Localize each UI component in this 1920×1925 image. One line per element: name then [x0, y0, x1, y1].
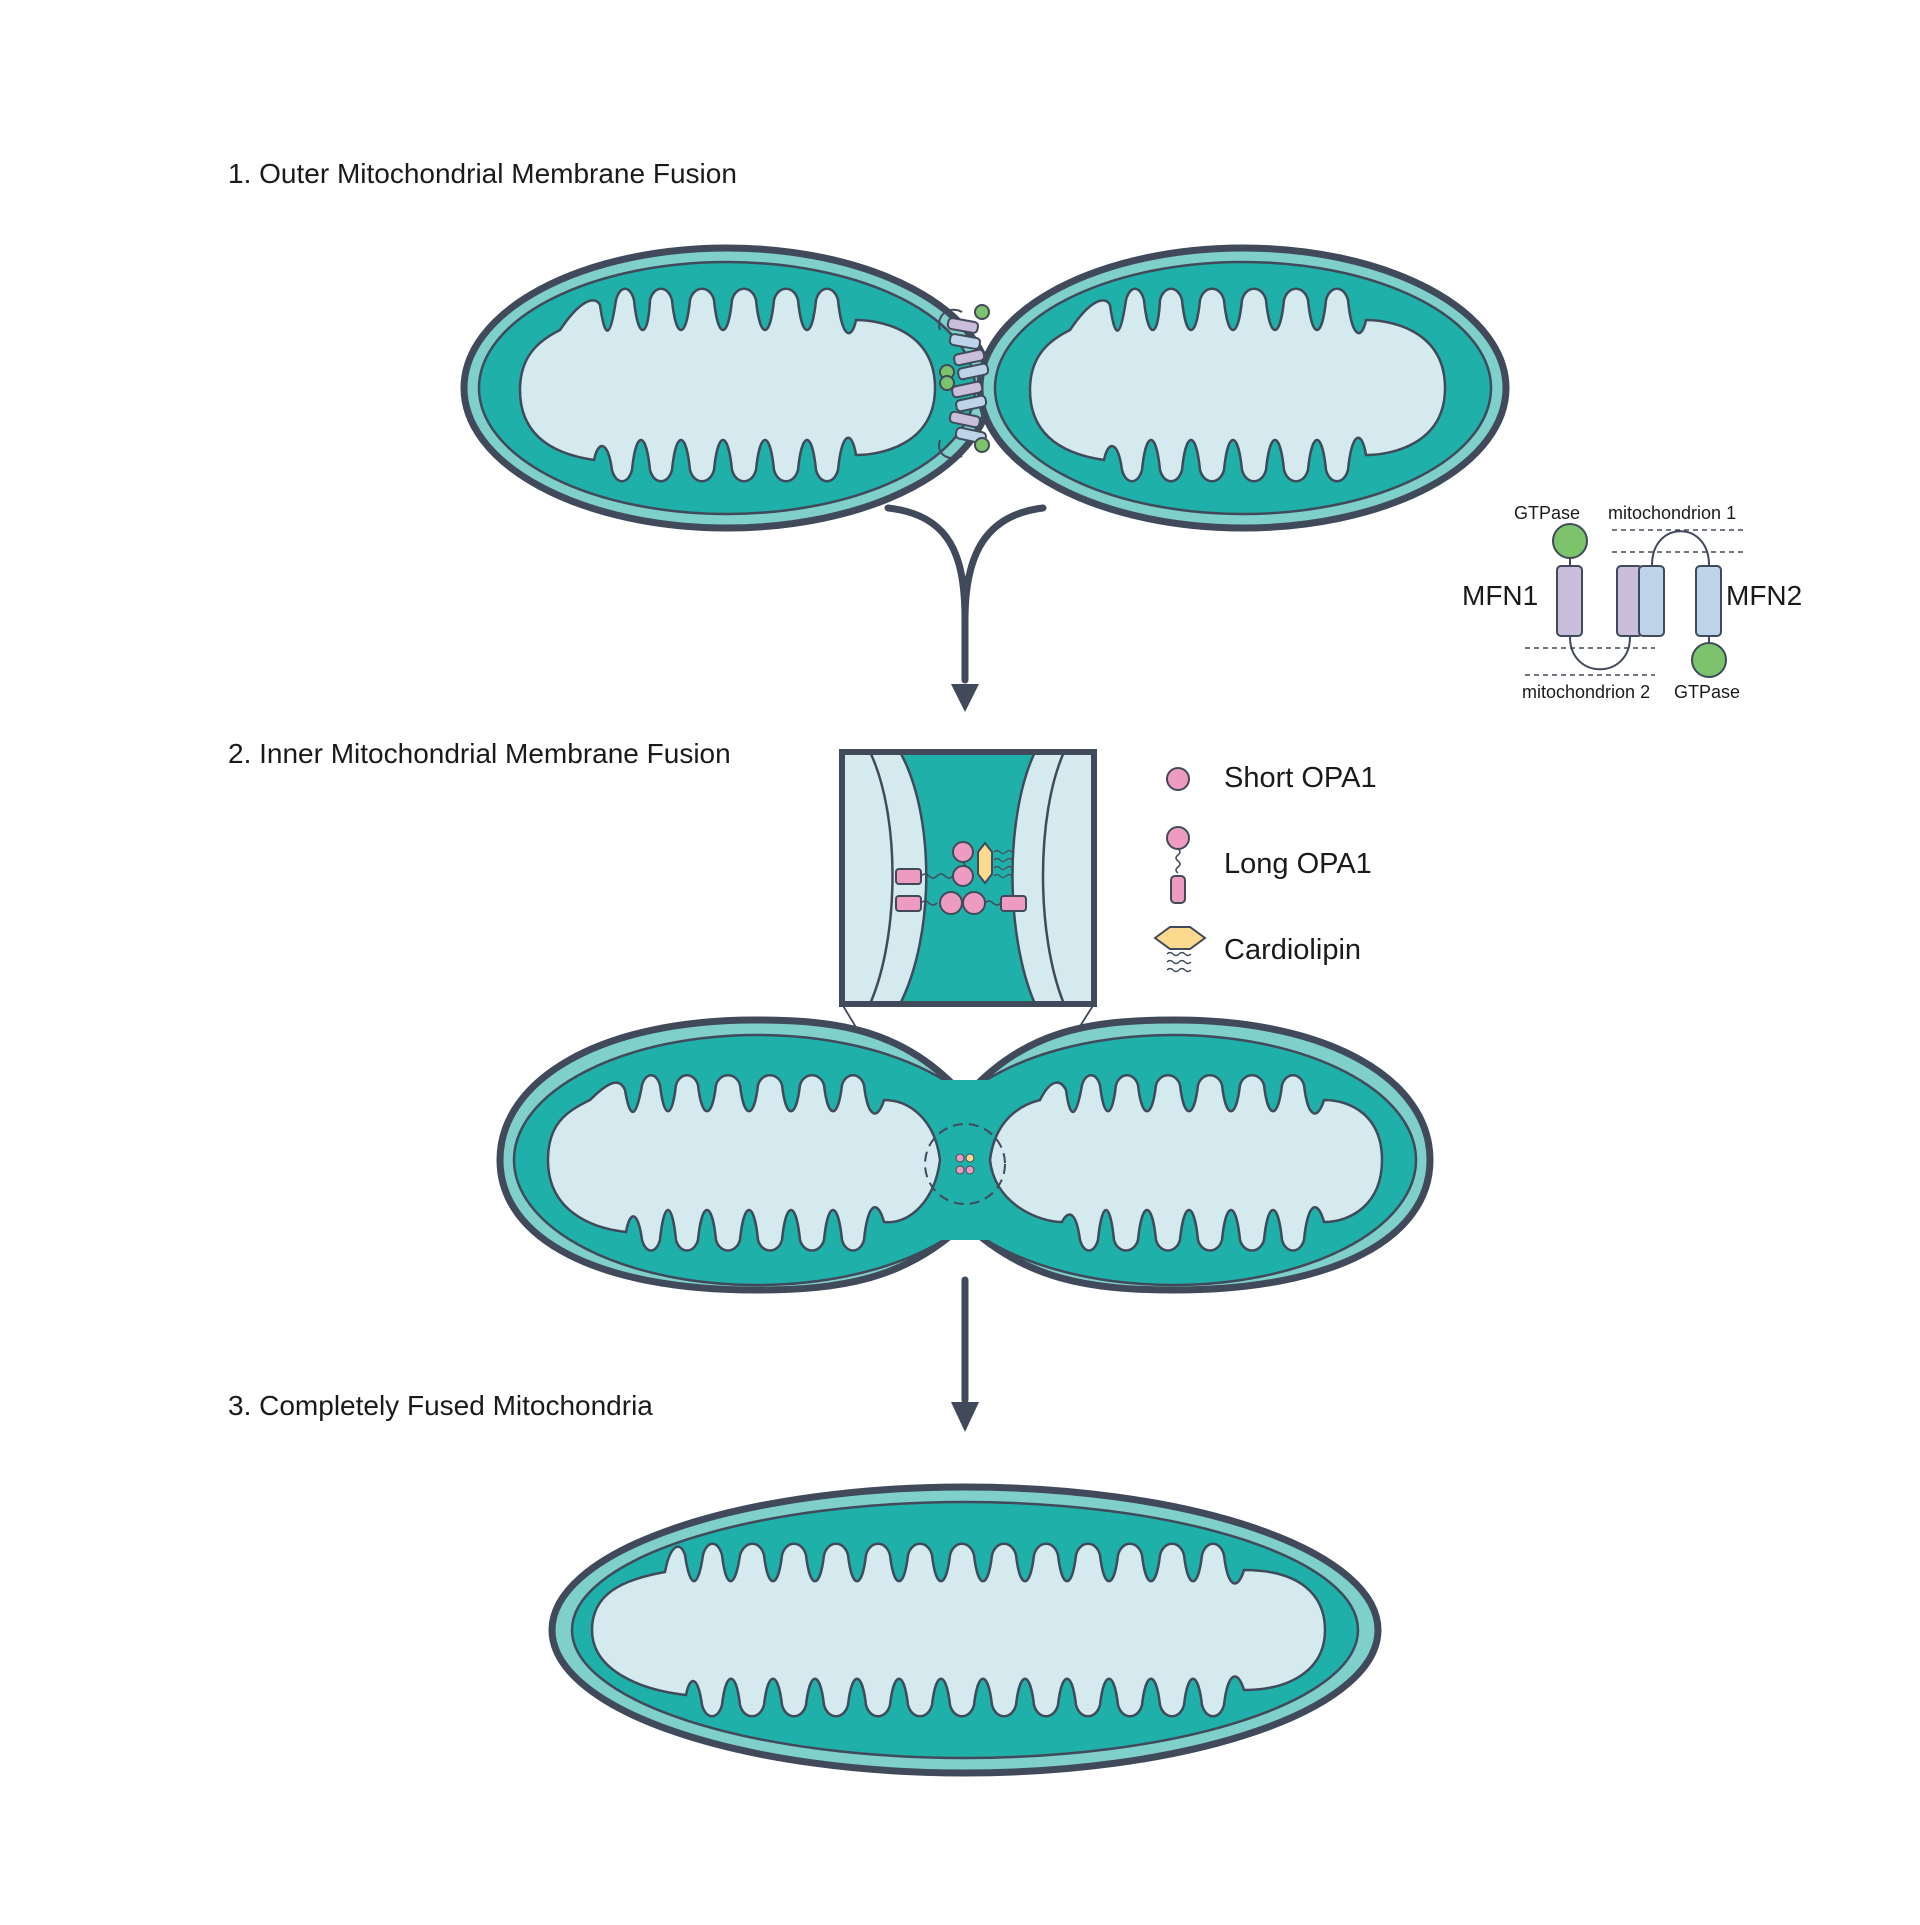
mfn2-transmembrane-left — [1638, 565, 1665, 637]
cardiolipin-molecule — [977, 841, 993, 885]
legend-long-opa1-label: Long OPA1 — [1224, 848, 1372, 880]
mfn2-transmembrane-right — [1695, 565, 1722, 637]
short-opa1-icon — [1166, 767, 1190, 791]
opa1-complex — [895, 841, 1027, 915]
mitochondrion-1-label: mitochondrion 1 — [1608, 503, 1737, 523]
cardiolipin-icon — [1153, 926, 1207, 973]
fused-mitochondrion — [548, 1483, 1382, 1777]
cristae-inner-membrane — [590, 1542, 1327, 1718]
gtpase-domain-mfn1 — [1552, 523, 1588, 559]
mfn-schematic — [1525, 523, 1745, 678]
legend-short-opa1-label: Short OPA1 — [1224, 762, 1377, 794]
long-opa1-icon — [1166, 826, 1190, 904]
mfn1-label: MFN1 — [1462, 580, 1539, 611]
mitochondria-inner-fusion — [496, 1016, 1434, 1294]
legend-cardiolipin-label: Cardiolipin — [1224, 934, 1362, 966]
cristae-inner-membrane — [518, 287, 937, 483]
merge-arrow — [884, 504, 1047, 684]
gtpase-domain-mfn2 — [1691, 642, 1727, 678]
arrowhead — [951, 1402, 979, 1432]
fusion-site-zoom-circle — [924, 1123, 1006, 1205]
legend-icons — [1153, 767, 1207, 973]
mfn1-transmembrane-left — [1556, 565, 1583, 637]
cristae-inner-membrane — [546, 1074, 942, 1252]
gtpase-top-label: GTPase — [1514, 503, 1581, 523]
mitochondrion-1-left — [460, 244, 994, 532]
arrowhead — [951, 684, 979, 712]
step-2-title: 2. Inner Mitochondrial Membrane Fusion — [228, 738, 731, 769]
gtpase-bottom-label: GTPase — [1674, 682, 1741, 702]
mitochondrion-2-label: mitochondrion 2 — [1522, 682, 1651, 702]
step-3-title: 3. Completely Fused Mitochondria — [228, 1390, 653, 1421]
mitochondrion-2-right — [976, 244, 1510, 532]
mfn-tether-complex — [938, 304, 990, 460]
cristae-inner-membrane — [1028, 287, 1447, 483]
cristae-inner-membrane — [988, 1074, 1384, 1252]
zoom-inset — [839, 749, 1097, 1007]
mfn2-label: MFN2 — [1726, 580, 1803, 611]
step-1-title: 1. Outer Mitochondrial Membrane Fusion — [228, 158, 737, 189]
